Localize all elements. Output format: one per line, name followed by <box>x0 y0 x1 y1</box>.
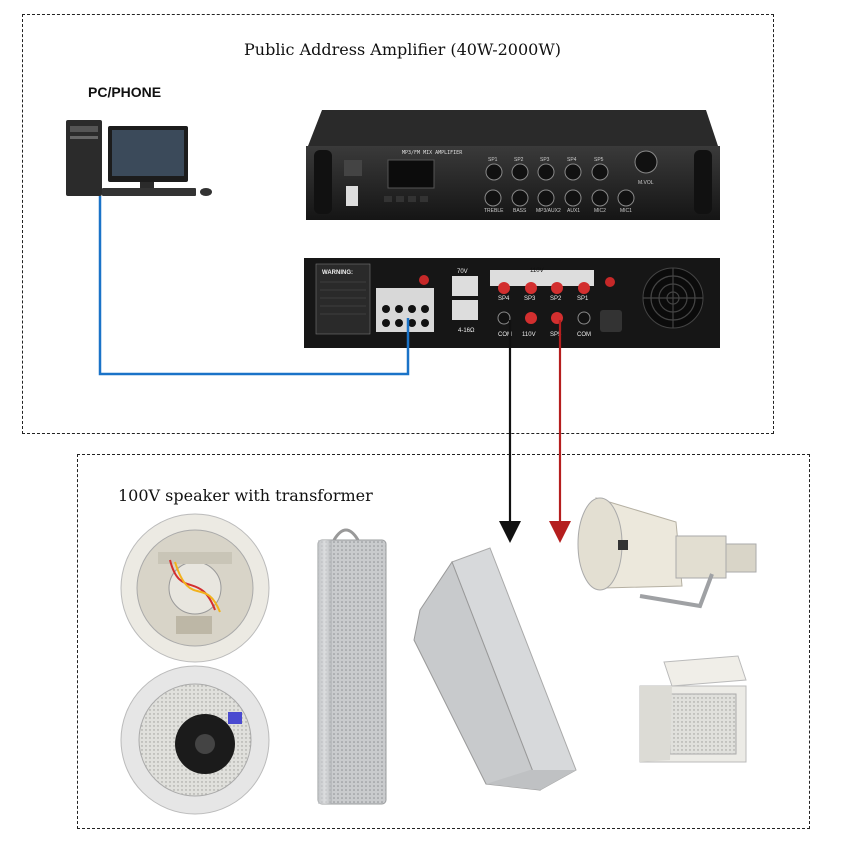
svg-text:SP3: SP3 <box>540 157 550 163</box>
svg-text:110V: 110V <box>530 268 544 274</box>
svg-text:SP2: SP2 <box>514 157 524 163</box>
svg-text:SP4: SP4 <box>567 157 577 163</box>
svg-text:MIC2: MIC2 <box>594 208 606 214</box>
svg-text:SP2: SP2 <box>550 296 562 302</box>
pc-phone-label: PC/PHONE <box>88 84 162 100</box>
svg-text:COM: COM <box>498 332 512 338</box>
svg-text:MP3/AUX2: MP3/AUX2 <box>536 208 561 214</box>
horn-speaker-icon <box>577 497 757 609</box>
svg-text:SP3: SP3 <box>524 296 536 302</box>
speaker-group-box <box>77 454 810 829</box>
svg-text:110V: 110V <box>522 332 536 338</box>
amplifier-front-panel: MP3/FM MIX AMPLIFIER SP1 SP2 SP3 SP4 SP5 TR… <box>306 110 720 220</box>
svg-text:AUX1: AUX1 <box>567 208 580 214</box>
amplifier-rear-panel: WARNING: 70V 110V 4-16Ω SP4 SP3 SP2 SP1 COM 1… <box>304 258 720 348</box>
svg-text:BASS: BASS <box>513 208 527 214</box>
speaker-group-title: 100V speaker with transformer <box>118 486 373 505</box>
desktop-computer-icon <box>66 120 212 196</box>
rear-warning-label: WARNING: <box>322 270 353 276</box>
svg-text:SP4: SP4 <box>498 296 510 302</box>
svg-text:SP5: SP5 <box>550 332 562 338</box>
amplifier-brand-text: MP3/FM MIX AMPLIFIER <box>402 150 463 156</box>
svg-text:SP1: SP1 <box>577 296 589 302</box>
svg-text:TREBLE: TREBLE <box>484 208 504 214</box>
wall-speaker-icon <box>413 547 577 791</box>
amplifier-group-title: Public Address Amplifier (40W-2000W) <box>244 40 562 59</box>
svg-text:M.VOL: M.VOL <box>638 180 654 186</box>
signal-cable <box>98 196 410 376</box>
box-speaker-icon <box>639 655 747 763</box>
svg-text:SP1: SP1 <box>488 157 498 163</box>
svg-text:4-16Ω: 4-16Ω <box>458 328 475 334</box>
svg-text:COM: COM <box>577 332 591 338</box>
column-speaker-icon <box>317 528 387 805</box>
ceiling-speaker-back-icon <box>120 513 270 663</box>
svg-text:SP5: SP5 <box>594 157 604 163</box>
svg-text:MIC1: MIC1 <box>620 208 632 214</box>
svg-text:70V: 70V <box>457 269 468 275</box>
amplifier-group-box <box>22 14 774 434</box>
ceiling-speaker-front-icon <box>120 665 270 815</box>
